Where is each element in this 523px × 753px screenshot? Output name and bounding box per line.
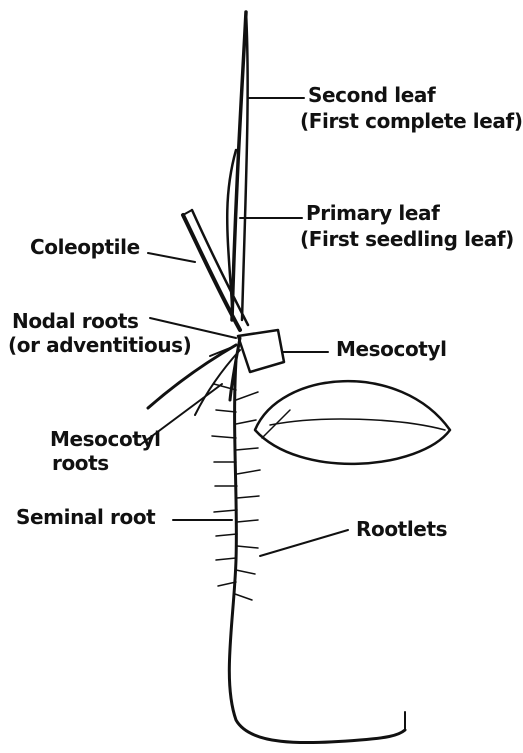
primary-leaf-note: (First seedling leaf) [300,227,514,251]
second-leaf-label: Second leaf [308,83,436,107]
rootlets-label: Rootlets [356,517,447,541]
mesocotyl-drawing [230,330,284,400]
mesocotyl-roots-label-line2: roots [52,451,109,475]
seminal-root-label: Seminal root [16,505,156,529]
second-leaf-note: (First complete leaf) [300,109,523,133]
seed-drawing [255,381,450,464]
coleoptile-label: Coleoptile [30,235,140,259]
mesocotyl-roots-label-line1: Mesocotyl [50,427,161,451]
primary-leaf-label: Primary leaf [306,201,440,225]
mesocotyl-label: Mesocotyl [336,337,447,361]
leader-lines [140,98,348,556]
seminal-root-drawing [229,360,405,743]
coleoptile-drawing [183,210,248,330]
nodal-roots-label: Nodal roots [12,309,139,333]
second-leaf-drawing [232,12,248,320]
nodal-roots-note: (or adventitious) [8,333,191,357]
